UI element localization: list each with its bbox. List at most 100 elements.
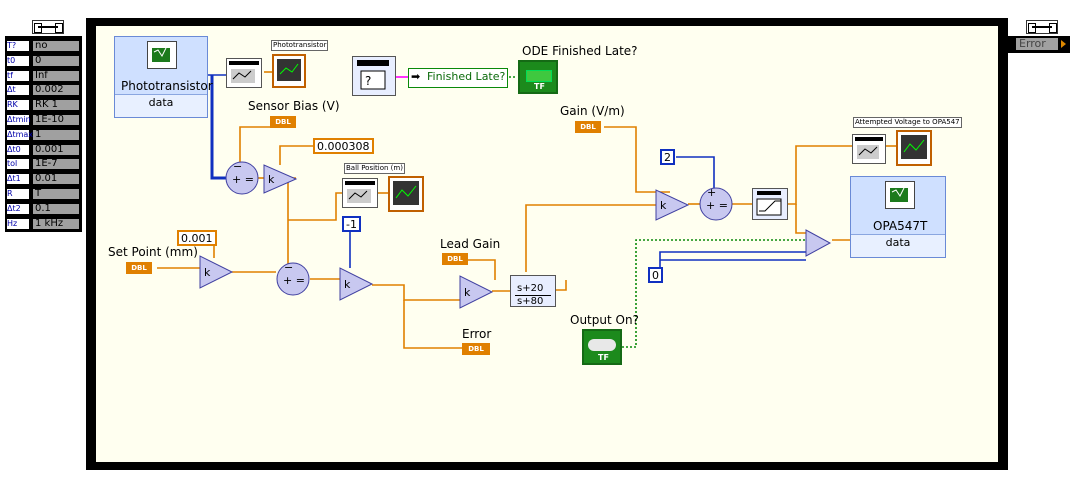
parameter-row[interactable]: Δt2 0.1 <box>5 203 82 215</box>
opa-port[interactable]: data <box>851 234 945 257</box>
svg-text:k: k <box>204 266 211 279</box>
error-label: Error <box>462 327 492 341</box>
opa-daq-icon <box>885 181 915 209</box>
right-terminal-tab[interactable] <box>1026 20 1058 34</box>
svg-text:k: k <box>344 278 351 291</box>
ode-status-icon[interactable]: ? <box>352 56 396 96</box>
gain-terminal[interactable]: DBL <box>575 121 601 133</box>
parameter-icon: Δt1 <box>7 174 29 185</box>
finished-late-property[interactable]: ➡ Finished Late? <box>408 68 508 88</box>
subtract-node-2 <box>276 262 310 296</box>
opa-port-label: data <box>885 236 911 249</box>
parameter-value[interactable]: Inf <box>33 70 79 81</box>
constant-0001[interactable]: 0.001 <box>177 230 217 246</box>
constant-2[interactable]: 2 <box>660 149 675 165</box>
phototransistor-graph-icon[interactable] <box>272 54 306 88</box>
transfer-numerator: s+20 <box>517 283 544 294</box>
constant-neg1[interactable]: -1 <box>342 216 361 232</box>
parameter-icon: Δt0 <box>7 144 29 155</box>
parameter-row[interactable]: T? no <box>5 40 82 52</box>
phototransistor-graph-label: Phototransistor <box>271 40 329 51</box>
opa547-block[interactable]: OPA547T data <box>850 176 946 258</box>
ode-finished-indicator[interactable]: TF <box>518 60 558 94</box>
parameter-row[interactable]: t0 0 <box>5 55 82 67</box>
ball-position-label: Ball Position (m) <box>344 163 405 174</box>
parameter-row[interactable]: tol 1E-7 <box>5 158 82 170</box>
parameter-icon: R <box>7 189 29 199</box>
constant-0[interactable]: 0 <box>648 267 663 283</box>
lead-gain-dbl: DBL <box>447 255 463 263</box>
constant-0000308[interactable]: 0.000308 <box>313 138 374 154</box>
collector-icon[interactable] <box>226 58 262 88</box>
transfer-denominator: s+80 <box>517 296 544 307</box>
sensor-bias-label: Sensor Bias (V) <box>248 99 340 113</box>
left-terminal-tab[interactable] <box>32 20 64 34</box>
attempted-voltage-label: Attempted Voltage to OPA547 <box>853 117 962 128</box>
parameter-icon: Δtmin <box>7 115 31 125</box>
attempted-voltage-graph-icon[interactable] <box>896 130 932 166</box>
parameter-icon: tf <box>7 70 29 81</box>
saturation-block[interactable] <box>752 188 788 220</box>
set-point-terminal[interactable]: DBL <box>126 262 152 274</box>
parameter-value[interactable]: 0.001 <box>33 144 79 155</box>
parameter-value[interactable]: 0.01 <box>33 174 79 185</box>
parameter-icon: T? <box>7 41 29 51</box>
sensor-bias-terminal[interactable]: DBL <box>270 116 296 128</box>
lead-gain-terminal[interactable]: DBL <box>442 253 468 265</box>
ball-position-collector-icon[interactable] <box>342 178 378 208</box>
gain-multiply-2 <box>199 255 234 289</box>
output-on-control[interactable]: TF <box>582 329 622 365</box>
svg-text:+ =: + = <box>706 199 728 212</box>
svg-text:k: k <box>464 286 471 299</box>
gain-label: Gain (V/m) <box>560 104 625 118</box>
opa-title: OPA547T <box>873 219 928 233</box>
phototransistor-port[interactable]: data <box>115 94 207 117</box>
parameter-value[interactable]: 0.002 <box>33 85 79 96</box>
voltage-collector-icon[interactable] <box>852 134 886 164</box>
svg-text:+ =: + = <box>232 173 254 186</box>
gain-multiply-5 <box>655 189 690 221</box>
arrow-right-icon: ➡ <box>411 70 421 83</box>
parameter-value[interactable]: 0.1 <box>33 203 79 214</box>
parameter-row[interactable]: Δt0 0.001 <box>5 144 82 156</box>
sensor-bias-dbl: DBL <box>275 118 291 126</box>
daq-icon <box>147 41 177 69</box>
phototransistor-block[interactable]: Phototransistor data <box>114 36 213 118</box>
parameter-icon: t0 <box>7 55 29 66</box>
parameter-value[interactable]: T <box>33 189 79 199</box>
output-on-label: Output On? <box>570 313 639 327</box>
set-point-dbl: DBL <box>131 264 147 272</box>
output-on-tf: TF <box>598 353 609 362</box>
parameter-value[interactable]: RK 1 <box>33 100 79 111</box>
finished-late-label: Finished Late? <box>427 70 506 83</box>
gain-multiply-3 <box>339 267 374 301</box>
parameter-row[interactable]: tf Inf <box>5 70 82 82</box>
error-indicator[interactable]: DBL <box>462 343 490 355</box>
parameter-value[interactable]: 1E-7 <box>33 159 79 170</box>
parameter-value[interactable]: 1E-10 <box>33 115 79 125</box>
set-point-label: Set Point (mm) <box>108 245 198 259</box>
transfer-function-block[interactable]: s+20 s+80 <box>510 275 556 307</box>
parameter-icon: tol <box>7 159 29 170</box>
parameter-icon: Δt2 <box>7 203 29 214</box>
parameter-value[interactable]: 1 <box>33 129 79 140</box>
parameter-value[interactable]: 0 <box>33 55 79 66</box>
subtract-node-1 <box>225 161 259 195</box>
ode-finished-title: ODE Finished Late? <box>522 44 638 58</box>
parameter-row[interactable]: Δt1 0.01 <box>5 173 82 185</box>
error-dbl: DBL <box>468 345 484 353</box>
output-arrow-icon <box>1061 40 1066 48</box>
select-node <box>805 229 832 257</box>
add-node <box>699 187 733 221</box>
parameter-value[interactable]: no <box>33 41 79 51</box>
error-output-terminal[interactable]: Error <box>1008 36 1070 53</box>
parameter-value[interactable]: 1 kHz <box>33 218 79 229</box>
ball-position-graph-icon[interactable] <box>388 176 424 212</box>
